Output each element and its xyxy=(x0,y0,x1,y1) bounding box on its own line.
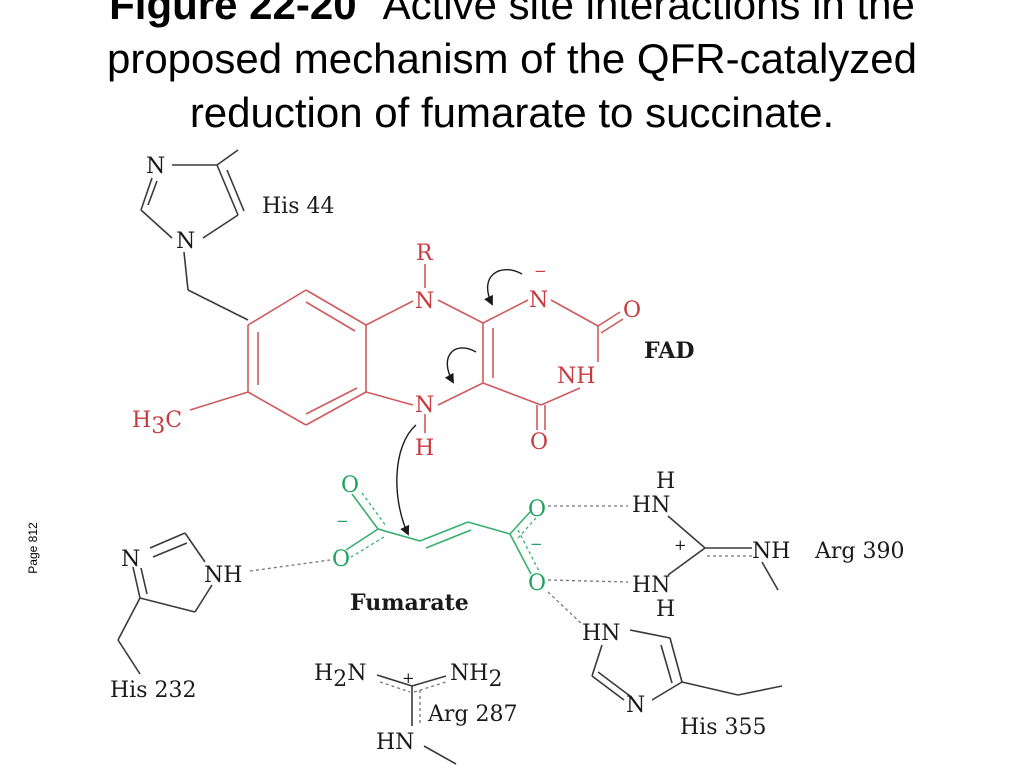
fad-label: FAD xyxy=(644,338,694,364)
electron-arrow-n1 xyxy=(484,269,523,306)
figure-number: Figure 22-20 xyxy=(109,0,357,28)
his44-n3: N xyxy=(176,229,195,254)
fad-methyl: H3C xyxy=(132,408,182,439)
arg390-h-top: H xyxy=(656,469,675,494)
his355-n: N xyxy=(626,693,645,718)
his232-label: His 232 xyxy=(110,678,197,703)
fumarate-o4: O xyxy=(528,571,546,596)
fad-n10: N xyxy=(415,393,434,418)
fumarate-o3-charge: − xyxy=(530,535,543,553)
hbond-his355 xyxy=(547,591,584,626)
hbond-arg390-lower xyxy=(547,579,629,583)
his232-residue: N NH His 232 xyxy=(110,532,242,703)
fumarate-label: Fumarate xyxy=(350,590,469,616)
arg390-hn-top: HN xyxy=(632,493,670,518)
arg287-hn: HN xyxy=(376,730,414,755)
fumarate-o3: O xyxy=(528,497,546,522)
arg287-residue: H2N + NH2 Arg 287 HN xyxy=(314,661,517,765)
arg287-nh2: NH2 xyxy=(450,661,502,692)
fumarate-o1-charge: − xyxy=(336,512,349,530)
hbond-his232 xyxy=(249,559,331,572)
hydride-transfer-arrow xyxy=(396,424,417,536)
fad-n3h: NH xyxy=(557,364,595,389)
arg390-nh: NH xyxy=(752,539,790,564)
arg390-residue: H HN + NH Arg 390 HN H xyxy=(632,469,904,622)
fad-o2: O xyxy=(623,298,641,323)
arg390-charge: + xyxy=(674,536,687,554)
figure-caption: Active site interactions in the proposed… xyxy=(106,0,918,136)
arg287-charge: + xyxy=(402,669,415,687)
arg287-h2n: H2N xyxy=(314,661,366,692)
arg390-label: Arg 390 xyxy=(814,539,904,564)
fad-n5: N xyxy=(415,289,434,314)
arg287-label: Arg 287 xyxy=(427,702,517,727)
fad-cofactor: R N N − O NH N H O H3C FAD xyxy=(132,241,694,461)
his44-n1: N xyxy=(146,154,165,179)
his44-residue: N N His 44 xyxy=(140,149,335,321)
fumarate-o2: O xyxy=(332,547,350,572)
his355-residue: HN N His 355 xyxy=(582,621,783,740)
fad-n1: N xyxy=(529,288,548,313)
fumarate-o1: O xyxy=(341,473,359,498)
his232-n: N xyxy=(121,547,140,572)
arg390-hn-bottom: HN xyxy=(632,573,670,598)
his355-label: His 355 xyxy=(680,715,767,740)
fad-r-group: R xyxy=(416,241,434,266)
fumarate-substrate: O − O O − O Fumarate xyxy=(332,473,546,616)
his355-hn: HN xyxy=(582,621,620,646)
fad-n1-charge: − xyxy=(534,262,547,280)
electron-arrow-n5 xyxy=(444,347,477,384)
fad-o4: O xyxy=(530,430,548,455)
arg390-h-bottom: H xyxy=(656,597,675,622)
his44-label: His 44 xyxy=(262,194,335,219)
fad-n10-h: H xyxy=(415,436,434,461)
his232-nh: NH xyxy=(204,563,242,588)
